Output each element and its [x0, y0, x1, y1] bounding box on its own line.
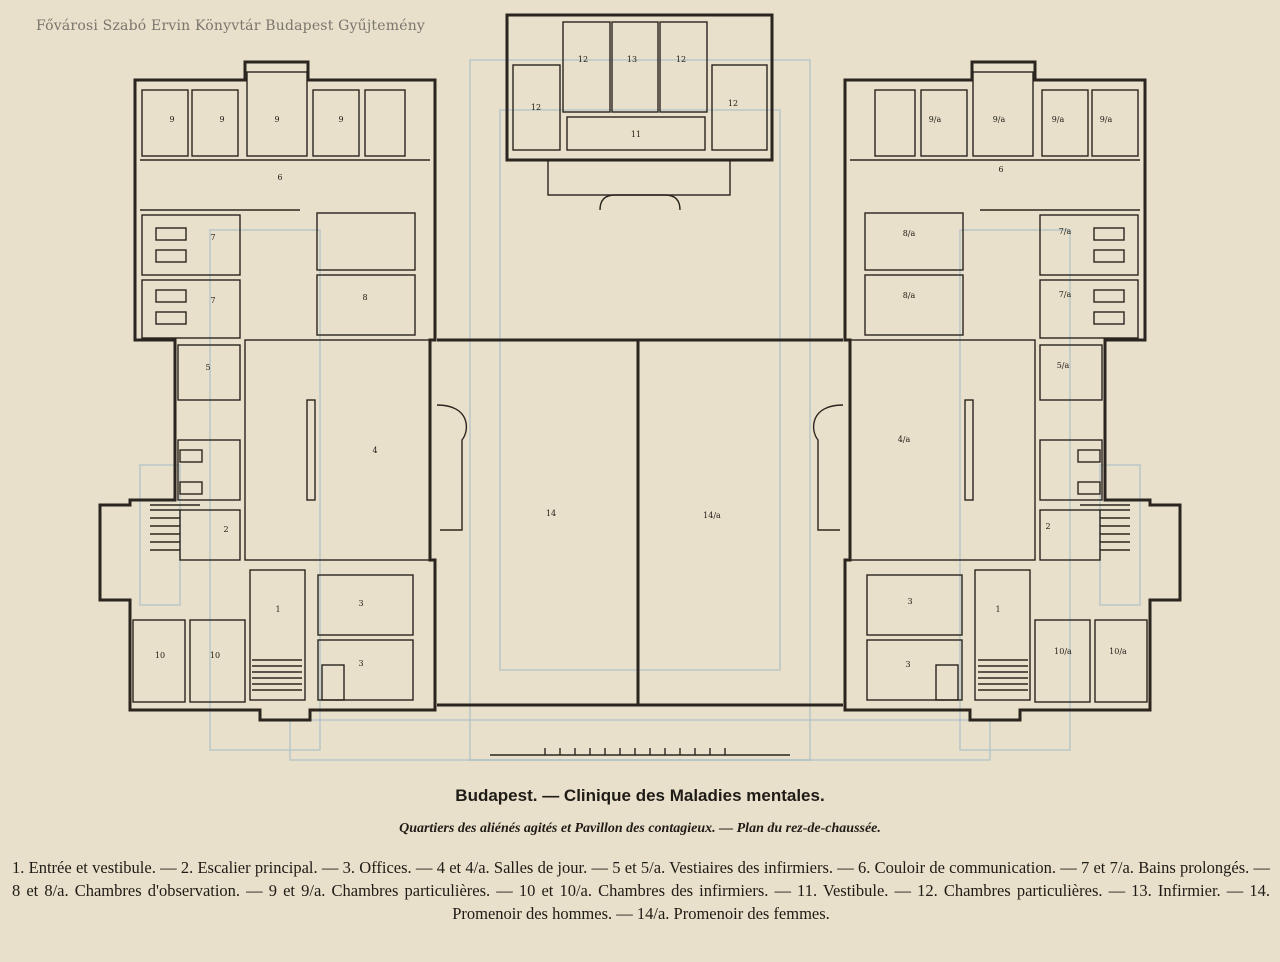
- room-label: 14/a: [703, 511, 721, 520]
- room-label: 12: [578, 55, 588, 64]
- room-label: 6: [277, 173, 282, 182]
- room-label: 7/a: [1059, 290, 1072, 299]
- room-label: 9: [169, 115, 174, 124]
- room-label: 2: [1045, 522, 1050, 531]
- room-label: 4: [372, 446, 377, 455]
- ghost-plan: [139, 59, 1141, 761]
- room-label: 12: [531, 103, 541, 112]
- floor-plan: 9 9 9 9 6 7 7 8 5 4 2 1 3 3 10 10 14 14/…: [98, 13, 1182, 761]
- room-label: 3: [905, 660, 910, 669]
- room-label: 3: [907, 597, 912, 606]
- room-label: 10/a: [1054, 647, 1072, 656]
- room-label: 9: [219, 115, 224, 124]
- room-label: 1: [995, 605, 1000, 614]
- room-label: 9/a: [1052, 115, 1065, 124]
- room-label: 6: [998, 165, 1003, 174]
- room-label: 9: [338, 115, 343, 124]
- room-label: 12: [676, 55, 686, 64]
- room-label: 13: [627, 55, 637, 64]
- room-label: 7/a: [1059, 227, 1072, 236]
- room-label: 10/a: [1109, 647, 1127, 656]
- room-label: 11: [631, 130, 641, 139]
- room-legend: 1. Entrée et vestibule. — 2. Escalier pr…: [12, 858, 1270, 923]
- library-watermark: Fővárosi Szabó Ervin Könyvtár Budapest G…: [36, 18, 426, 34]
- room-label: 9/a: [1100, 115, 1113, 124]
- room-label: 7: [210, 296, 215, 305]
- contagious-pavilion: [505, 13, 774, 211]
- room-label: 3: [358, 659, 363, 668]
- room-label: 10: [210, 651, 220, 660]
- room-label: 5: [205, 363, 210, 372]
- room-label: 8/a: [903, 291, 916, 300]
- plan-title: Budapest. — Clinique des Maladies mental…: [455, 786, 825, 805]
- left-wing: [98, 60, 468, 722]
- room-label: 2: [223, 525, 228, 534]
- room-labels: 9 9 9 9 6 7 7 8 5 4 2 1 3 3 10 10 14 14/…: [155, 55, 1127, 669]
- scale-bar: [490, 748, 790, 756]
- plan-subtitle: Quartiers des aliénés agités et Pavillon…: [399, 821, 881, 836]
- room-label: 9: [274, 115, 279, 124]
- room-label: 1: [275, 605, 280, 614]
- room-label: 9/a: [993, 115, 1006, 124]
- room-label: 10: [155, 651, 165, 660]
- room-label: 8: [362, 293, 367, 302]
- promenades: [437, 338, 843, 707]
- room-label: 14: [546, 509, 556, 518]
- room-label: 8/a: [903, 229, 916, 238]
- room-label: 4/a: [898, 435, 911, 444]
- room-label: 9/a: [929, 115, 942, 124]
- room-label: 5/a: [1057, 361, 1070, 370]
- room-label: 7: [210, 233, 215, 242]
- room-label: 3: [358, 599, 363, 608]
- room-label: 12: [728, 99, 738, 108]
